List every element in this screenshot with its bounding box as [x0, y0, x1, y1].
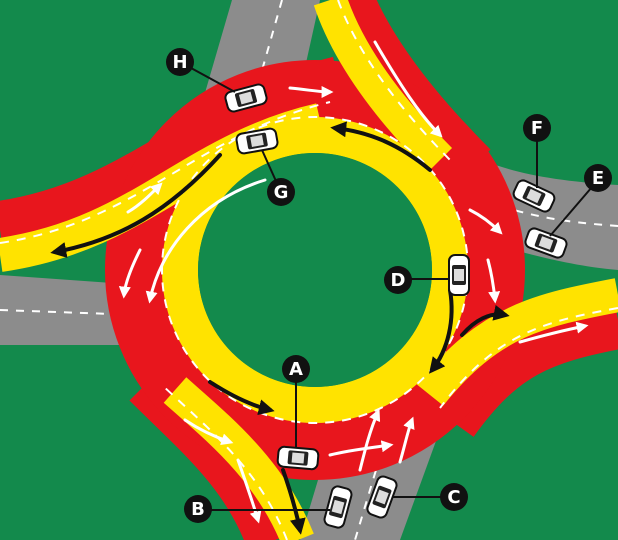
arrow-inner-right-exit: [460, 304, 510, 337]
white-direction-arrows: [118, 40, 589, 524]
arrow-outer-east-exit: [518, 321, 589, 344]
label-g: G: [267, 178, 295, 206]
label-e: E: [584, 164, 612, 192]
label-b: B: [184, 495, 212, 523]
arrow-outer-south-entry: [358, 408, 381, 472]
arrow-outer-east-right: [486, 258, 501, 304]
arrow-inner-right: [429, 288, 454, 374]
arrow-outer-east-entry: [468, 208, 503, 235]
arrow-inner-bottom-left: [208, 380, 275, 416]
svg-text:C: C: [447, 487, 460, 508]
svg-text:D: D: [391, 270, 406, 291]
arrow-outer-top-left: [288, 85, 334, 98]
arrow-outer-bottom: [328, 440, 394, 457]
arrow-outer-west: [126, 182, 163, 214]
arrow-outer-south-entry-2: [398, 416, 415, 464]
arrow-inner-south-exit: [281, 468, 306, 535]
arrow-inner-left-exit: [50, 153, 222, 258]
car-a: [276, 445, 320, 471]
svg-text:F: F: [531, 118, 543, 139]
label-a: A: [282, 355, 310, 383]
arrow-outer-left-loop: [145, 178, 267, 304]
black-direction-arrows: [50, 121, 510, 535]
arrow-outer-south-left: [236, 458, 262, 524]
arrow-outer-bottom-left: [183, 418, 234, 446]
label-d: D: [384, 266, 412, 294]
car-d: [448, 254, 470, 296]
arrow-outer-north-entry: [373, 40, 443, 138]
central-island: [198, 153, 432, 387]
svg-text:B: B: [191, 499, 205, 520]
arrow-inner-top: [330, 121, 432, 172]
arrow-outer-west-down: [118, 248, 142, 299]
label-f: F: [523, 114, 551, 142]
svg-text:E: E: [592, 168, 604, 189]
svg-text:H: H: [172, 52, 187, 73]
svg-text:G: G: [274, 182, 289, 203]
label-h: H: [166, 48, 194, 76]
label-c: C: [440, 483, 468, 511]
svg-text:A: A: [289, 359, 303, 380]
